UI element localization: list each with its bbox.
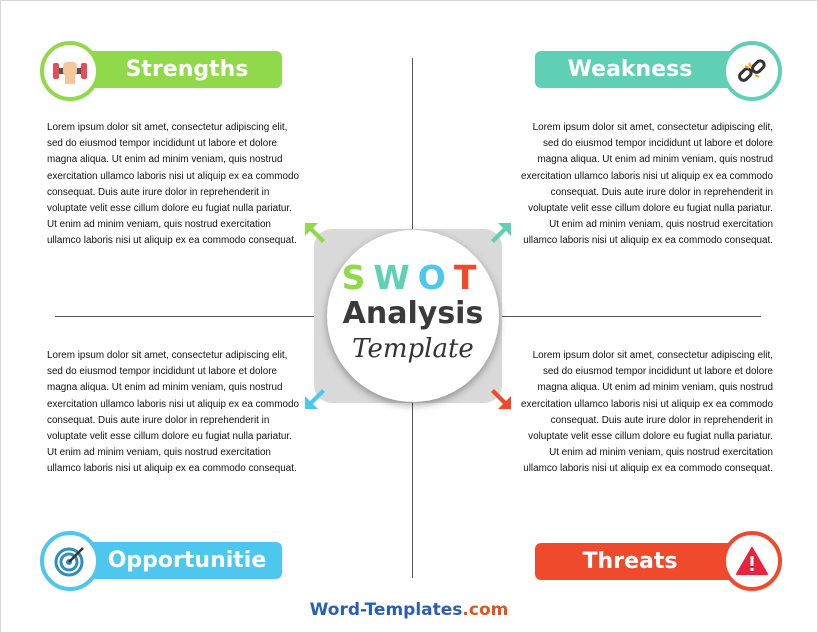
swot-letter-s: S <box>341 258 374 297</box>
analysis-title: Analysis <box>342 296 484 331</box>
template-subtitle: Template <box>352 334 474 364</box>
fist-dumbbell-icon <box>53 62 87 84</box>
brand-domain: .com <box>462 600 509 620</box>
brand-name: Word-Templates <box>309 600 463 620</box>
threats-header: Threats <box>535 543 751 580</box>
arrow-down-right-icon <box>491 389 511 409</box>
arrow-down-left-icon <box>305 389 325 409</box>
weakness-text: Lorem ipsum dolor sit amet, consectetur … <box>521 122 773 247</box>
swot-letter-t: T <box>453 258 485 297</box>
word-templates-logo: Word-Templates.com <box>0 600 818 620</box>
strengths-header: Strengths <box>66 51 282 88</box>
broken-chain-icon <box>738 59 766 82</box>
warning-icon <box>736 547 768 575</box>
arrow-up-left-icon <box>305 223 325 243</box>
weakness-icon-badge <box>722 41 782 101</box>
swot-letter-o: O <box>417 258 454 297</box>
strengths-icon-badge <box>40 41 100 101</box>
center-title-circle: SWOT Analysis Template <box>327 230 499 402</box>
threats-text: Lorem ipsum dolor sit amet, consectetur … <box>521 350 773 475</box>
threats-label: Threats <box>582 549 678 574</box>
opportunities-icon-badge <box>40 531 100 591</box>
arrow-up-right-icon <box>491 223 511 243</box>
opportunities-header: Opportunitie <box>66 542 282 579</box>
threats-icon-badge <box>722 531 782 591</box>
swot-letters: SWOT <box>327 258 499 297</box>
weakness-label: Weakness <box>567 57 693 82</box>
strengths-text: Lorem ipsum dolor sit amet, consectetur … <box>47 122 299 247</box>
strengths-label: Strengths <box>125 57 249 82</box>
opportunities-label: Opportunitie <box>107 548 267 573</box>
opportunities-text: Lorem ipsum dolor sit amet, consectetur … <box>47 350 299 475</box>
weakness-header: Weakness <box>535 51 751 88</box>
target-icon <box>54 547 84 577</box>
swot-letter-w: W <box>373 258 418 297</box>
